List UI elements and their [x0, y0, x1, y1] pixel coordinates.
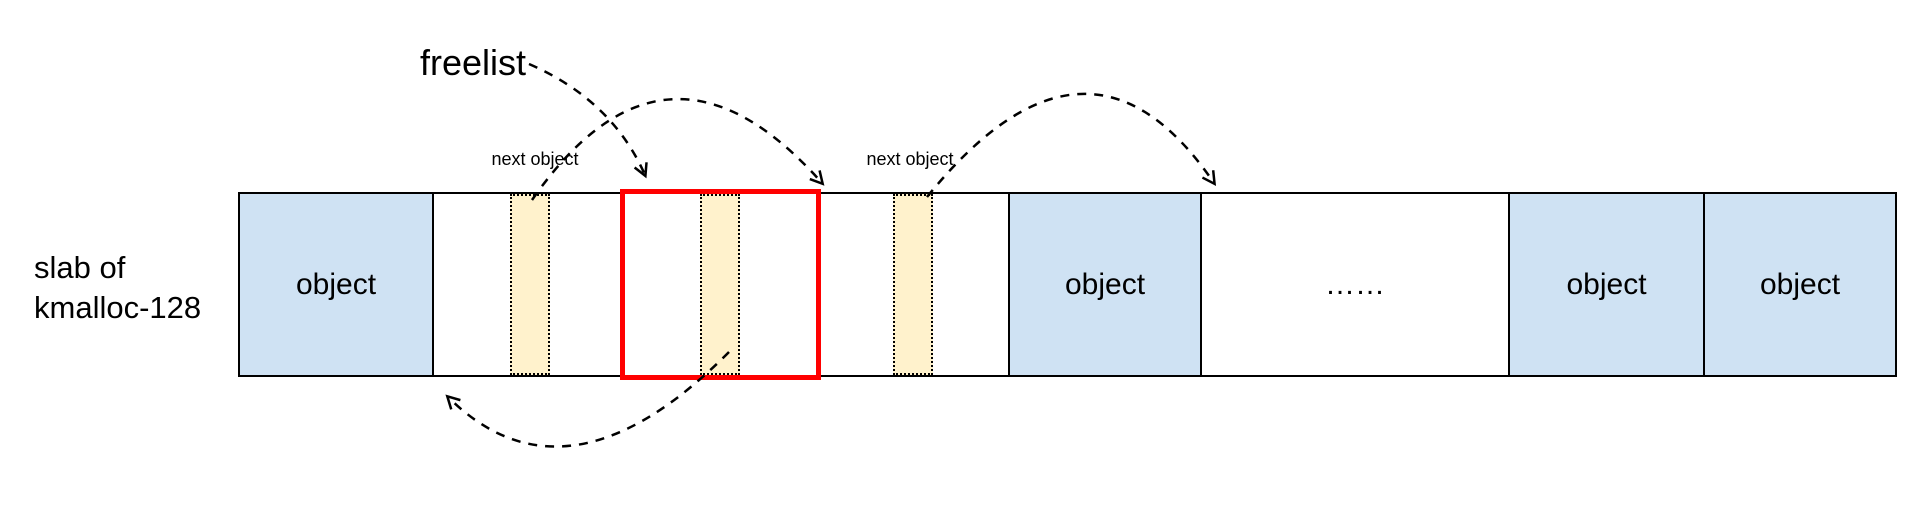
- slab-cell-object-2: object: [1010, 194, 1202, 375]
- next-object-label-2: next object: [866, 149, 954, 169]
- next-object-strip-2: [700, 194, 740, 375]
- next-object-strip-3: [893, 194, 933, 375]
- cell-label: object: [1566, 267, 1647, 301]
- slab-cell-object-4: object: [1705, 194, 1895, 375]
- slab-title: slab of kmalloc-128: [34, 250, 202, 325]
- ellipsis-label: ……: [1325, 267, 1385, 301]
- slab-cell-ellipsis: ……: [1202, 194, 1510, 375]
- next-object-label-1: next object: [491, 149, 579, 169]
- next-object-strip-1: [510, 194, 550, 375]
- slab-cell-object-3: object: [1510, 194, 1705, 375]
- slab-cell-object-1: object: [240, 194, 434, 375]
- freelist-label: freelist: [420, 42, 527, 83]
- cell-label: object: [295, 267, 377, 301]
- next-pointer-arc-top-2: [926, 92, 1217, 198]
- cell-label: object: [1064, 267, 1146, 301]
- cell-label: object: [1759, 267, 1841, 301]
- slab-row: object object …… object object: [238, 192, 1897, 377]
- slab-cell-free-2: [819, 194, 1010, 375]
